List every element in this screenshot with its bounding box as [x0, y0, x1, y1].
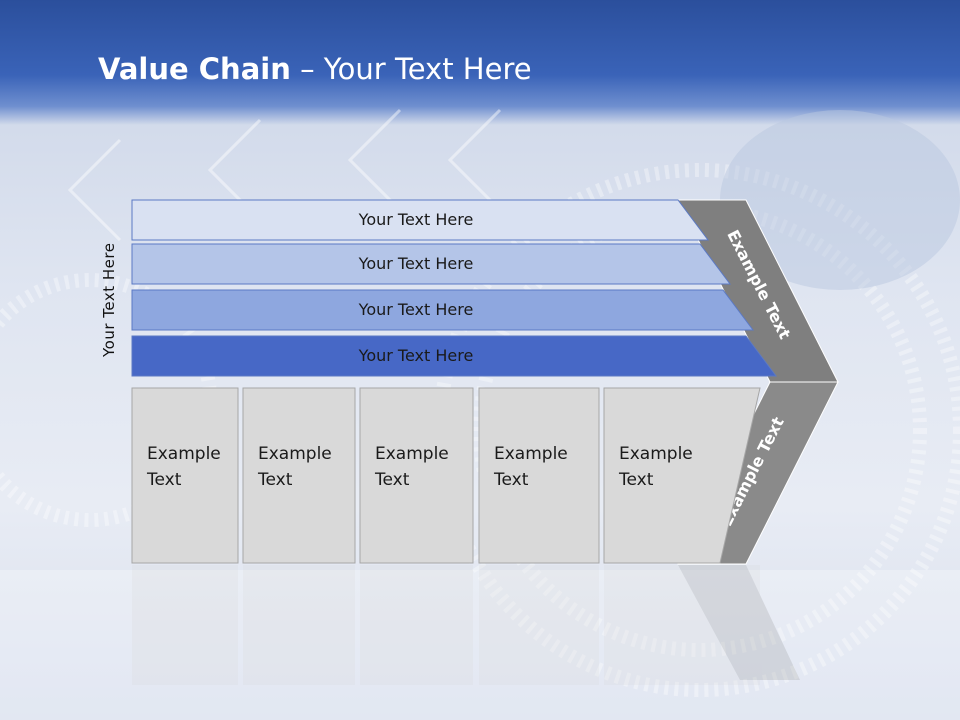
value-chain-bar-2: [131, 243, 731, 285]
example-box-line2-2: Text: [257, 470, 293, 490]
example-box-line1-4: Example: [494, 444, 568, 464]
example-box-line2-4: Text: [493, 470, 529, 490]
value-chain-bar-3: [131, 289, 754, 331]
reflection-box-2: [243, 565, 355, 685]
value-chain-bar-label-1: Your Text Here: [358, 210, 474, 229]
title-bold: Value Chain: [98, 52, 291, 86]
example-box-line1-5: Example: [619, 444, 693, 464]
reflection-box-3: [360, 565, 473, 685]
example-box-3: [359, 387, 474, 564]
title-rest: – Your Text Here: [290, 52, 532, 86]
example-box-line2-1: Text: [146, 470, 182, 490]
reflection-box-1: [132, 565, 238, 685]
example-box-line2-3: Text: [374, 470, 410, 490]
boxes-reflection: [132, 565, 800, 685]
value-chain-bar-label-4: Your Text Here: [358, 346, 474, 365]
value-chain-bar-1: [131, 199, 709, 241]
value-chain-bar-label-2: Your Text Here: [358, 254, 474, 273]
reflection-box-5: [604, 565, 760, 685]
reflection-box-4: [479, 565, 599, 685]
example-box-line1-3: Example: [375, 444, 449, 464]
example-box-1: [131, 387, 239, 564]
example-box-2: [242, 387, 356, 564]
example-box-5: [603, 387, 761, 564]
value-chain-bar-label-3: Your Text Here: [358, 300, 474, 319]
example-box-4: [478, 387, 600, 564]
value-chain-bar-4: [131, 335, 777, 377]
example-box-line2-5: Text: [618, 470, 654, 490]
header-band: [0, 0, 960, 125]
example-box-line1-2: Example: [258, 444, 332, 464]
example-box-line1-1: Example: [147, 444, 221, 464]
slide-title: Value Chain – Your Text Here: [98, 52, 532, 86]
reflection-chevron: [678, 565, 800, 680]
